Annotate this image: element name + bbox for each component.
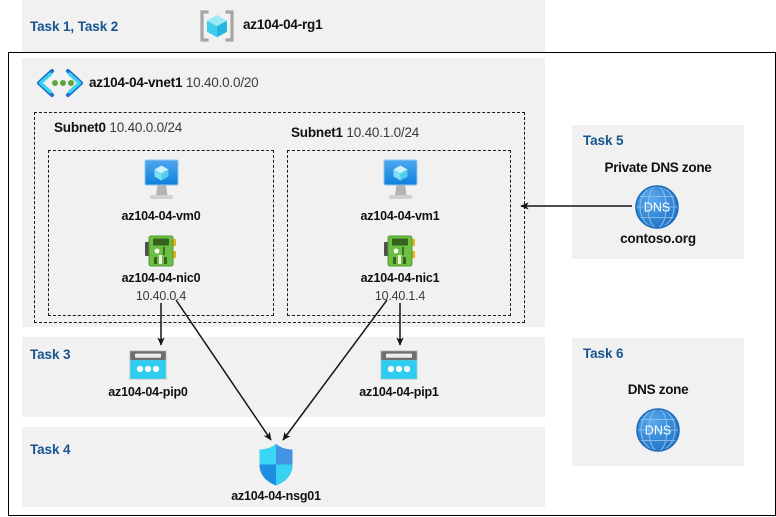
network-security-group-icon xyxy=(256,443,296,487)
nsg-label: az104-04-nsg01 xyxy=(231,489,321,503)
svg-text:DNS: DNS xyxy=(644,201,670,215)
vnet-panel xyxy=(22,58,545,327)
task-label-1-2: Task 1, Task 2 xyxy=(30,19,119,34)
nic0-private-ip: 10.40.0.4 xyxy=(135,289,187,303)
network-interface-icon xyxy=(144,234,178,268)
subnet1-cidr: 10.40.1.0/24 xyxy=(346,125,420,140)
subnet1-header: Subnet1 10.40.1.0/24 xyxy=(291,125,419,140)
subnet1-box xyxy=(287,150,511,316)
vm1-label: az104-04-vm1 xyxy=(360,209,440,223)
network-interface-icon xyxy=(383,234,417,268)
subnets-container xyxy=(34,112,525,323)
task-label-3: Task 3 xyxy=(30,347,71,362)
public-ip-icon xyxy=(127,349,169,383)
vnet-header: az104-04-vnet1 10.40.0.0/20 xyxy=(89,75,259,90)
virtual-machine-icon xyxy=(372,157,428,207)
private-dns-title: Private DNS zone xyxy=(604,160,712,175)
svg-text:DNS: DNS xyxy=(645,424,671,438)
dns-zone-icon: DNS xyxy=(633,183,681,231)
task-label-5: Task 5 xyxy=(583,133,624,148)
subnet0-header: Subnet0 10.40.0.0/24 xyxy=(54,120,182,135)
subnet0-cidr: 10.40.0.0/24 xyxy=(109,120,183,135)
vm0-label: az104-04-vm0 xyxy=(121,209,201,223)
public-ip-icon xyxy=(378,349,420,383)
subnet0-name: Subnet0 xyxy=(54,120,106,135)
pip0-label: az104-04-pip0 xyxy=(108,385,188,399)
subnet1-name: Subnet1 xyxy=(291,125,343,140)
resource-group-band xyxy=(22,0,545,52)
vnet-address-space: 10.40.0.0/20 xyxy=(185,75,259,90)
public-ip-panel xyxy=(22,337,545,417)
private-dns-zone-name: contoso.org xyxy=(620,231,696,246)
task-label-4: Task 4 xyxy=(30,442,71,457)
nic0-label: az104-04-nic0 xyxy=(121,271,201,285)
pip1-label: az104-04-pip1 xyxy=(359,385,439,399)
nic1-label: az104-04-nic1 xyxy=(360,271,440,285)
vnet-name: az104-04-vnet1 xyxy=(89,75,183,90)
dns-zone-icon: DNS xyxy=(634,406,682,454)
nic1-private-ip: 10.40.1.4 xyxy=(374,289,426,303)
task-label-6: Task 6 xyxy=(583,346,624,361)
resource-group-name: az104-04-rg1 xyxy=(243,17,323,32)
virtual-machine-icon xyxy=(133,157,189,207)
public-dns-title: DNS zone xyxy=(627,382,689,397)
virtual-network-icon xyxy=(34,68,86,98)
resource-group-icon xyxy=(199,8,235,44)
resource-group-name-text: az104-04-rg1 xyxy=(243,17,323,32)
